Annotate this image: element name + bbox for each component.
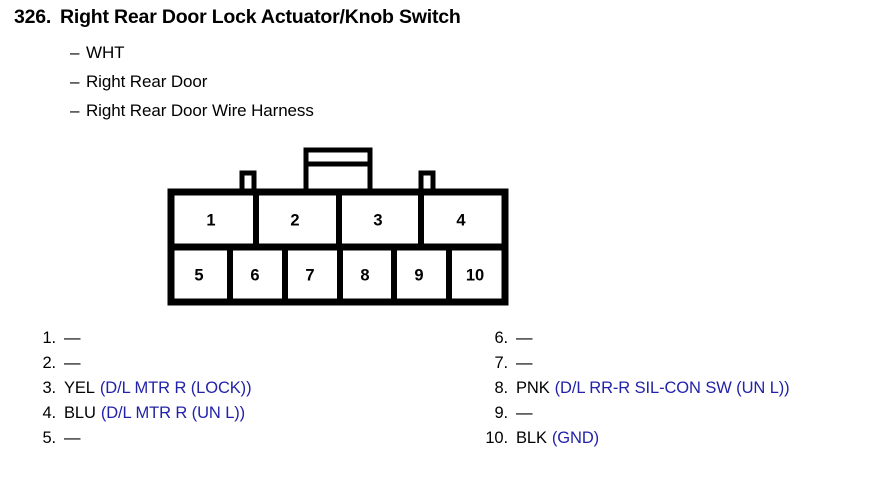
connector-pin-2: 2 — [290, 211, 299, 229]
page-title: 326. Right Rear Door Lock Actuator/Knob S… — [14, 6, 461, 29]
connector-pin-8: 8 — [360, 266, 369, 284]
connector-body — [167, 188, 509, 306]
pin-wire-color: PNK — [516, 379, 550, 397]
pin-empty-marker: — — [516, 329, 533, 347]
pin-index: 4. — [42, 404, 56, 422]
pin-circuit-description: (D/L RR-R SIL-CON SW (UN L)) — [554, 379, 790, 397]
pin-index: 5. — [42, 429, 56, 447]
pin-row: 5. — — [26, 426, 456, 451]
pin-empty-marker: — — [516, 404, 533, 422]
pin-list-left: 1. — 2. — 3. YEL(D/L MTR R (LOCK)) 4. BLU(D/… — [26, 326, 456, 451]
left-tab — [239, 170, 257, 196]
subtitle-line-location: –Right Rear Door — [70, 72, 207, 92]
pin-row: 4. BLU(D/L MTR R (UN L)) — [26, 401, 456, 426]
connector-pin-1: 1 — [206, 211, 215, 229]
center-latch — [303, 147, 373, 195]
subtitle-text: Right Rear Door — [86, 72, 208, 91]
dash-marker: – — [70, 43, 80, 62]
pin-row: 7. — — [478, 351, 878, 376]
pin-circuit-description: (D/L MTR R (UN L)) — [100, 404, 246, 422]
pin-row: 8. PNK(D/L RR-R SIL-CON SW (UN L)) — [478, 376, 878, 401]
pin-index: 10. — [485, 429, 508, 447]
pin-empty-marker: — — [64, 354, 81, 372]
title-text: Right Rear Door Lock Actuator/Knob Switc… — [60, 6, 461, 28]
subtitle-text: Right Rear Door Wire Harness — [86, 101, 314, 120]
pin-index: 6. — [494, 329, 508, 347]
pin-wire-color: BLU — [64, 404, 96, 422]
connector-pin-10: 10 — [466, 266, 484, 284]
pin-circuit-description: (D/L MTR R (LOCK)) — [99, 379, 252, 397]
pin-circuit-description: (GND) — [551, 429, 600, 447]
subtitle-line-harness: –Right Rear Door Wire Harness — [70, 101, 314, 121]
connector-pin-5: 5 — [194, 266, 203, 284]
connector-pin-4: 4 — [456, 211, 466, 229]
connector-pin-9: 9 — [414, 266, 423, 284]
pin-empty-marker: — — [64, 429, 81, 447]
subtitle-text: WHT — [86, 43, 125, 62]
right-tab — [418, 170, 436, 196]
pin-index: 9. — [494, 404, 508, 422]
pin-index: 2. — [42, 354, 56, 372]
pin-index: 1. — [42, 329, 56, 347]
pin-wire-color: BLK — [516, 429, 547, 447]
pin-wire-color: YEL — [64, 379, 95, 397]
pin-row: 10. BLK(GND) — [478, 426, 878, 451]
dash-marker: – — [70, 101, 80, 120]
connector-pin-7: 7 — [305, 266, 314, 284]
pin-row: 6. — — [478, 326, 878, 351]
pin-index: 8. — [494, 379, 508, 397]
pin-index: 7. — [494, 354, 508, 372]
pin-row: 9. — — [478, 401, 878, 426]
pin-row: 2. — — [26, 351, 456, 376]
connector-pin-6: 6 — [250, 266, 259, 284]
pin-index: 3. — [42, 379, 56, 397]
subtitle-line-wire-color: –WHT — [70, 43, 125, 63]
dash-marker: – — [70, 72, 80, 91]
title-number: 326. — [14, 6, 52, 28]
pin-empty-marker: — — [64, 329, 81, 347]
pin-row: 3. YEL(D/L MTR R (LOCK)) — [26, 376, 456, 401]
pin-list-right: 6. — 7. — 8. PNK(D/L RR-R SIL-CON SW (UN L)… — [478, 326, 878, 451]
pin-row: 1. — — [26, 326, 456, 351]
pin-empty-marker: — — [516, 354, 533, 372]
connector-pin-3: 3 — [373, 211, 382, 229]
